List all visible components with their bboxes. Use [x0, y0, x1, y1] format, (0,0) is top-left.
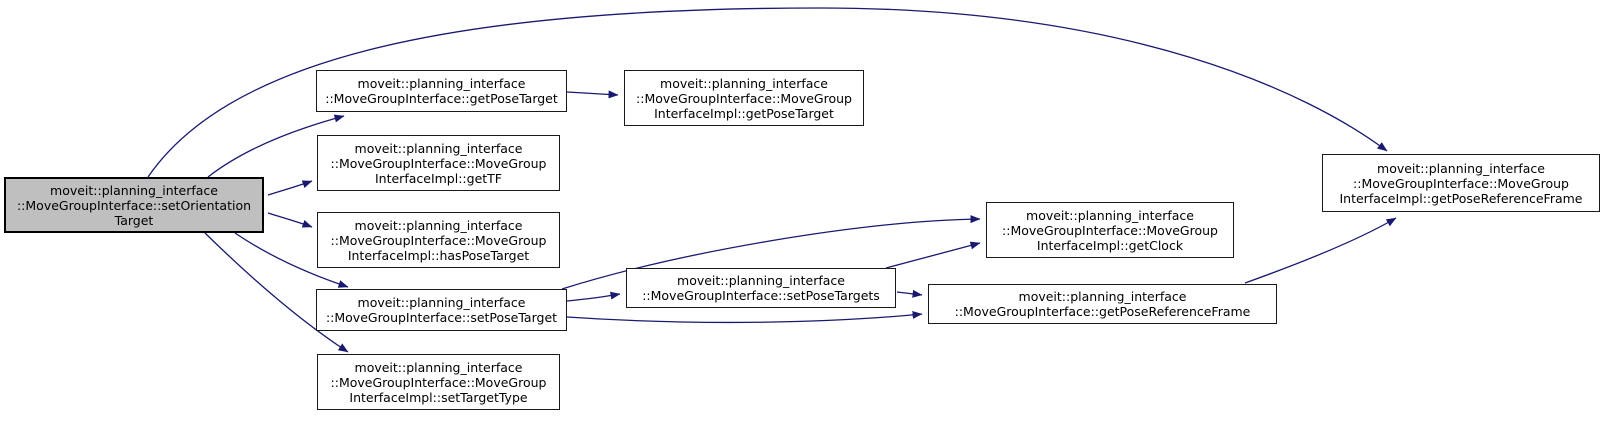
- node-getposereferenceframe[interactable]: moveit::planning_interface ::MoveGroupIn…: [928, 284, 1277, 324]
- node-label-line: InterfaceImpl::getTF: [374, 170, 502, 186]
- node-label-line: ::MoveGroupInterface::setPoseTarget: [325, 310, 558, 325]
- node-label-line: ::MoveGroupInterface::MoveGroup: [636, 90, 852, 106]
- node-settargettype[interactable]: moveit::planning_interface ::MoveGroupIn…: [317, 354, 560, 410]
- node-label-line: ::MoveGroupInterface::getPoseReferenceFr…: [954, 304, 1251, 319]
- node-label-line: moveit::planning_interface: [354, 359, 523, 375]
- node-setposetargets[interactable]: moveit::planning_interface ::MoveGroupIn…: [626, 268, 896, 308]
- node-label-line: moveit::planning_interface: [1018, 289, 1187, 304]
- node-label-line: ::MoveGroupInterface::setOrientation: [16, 197, 252, 213]
- node-label-line: ::MoveGroupInterface::setPoseTargets: [642, 288, 880, 303]
- node-label-line: Target: [114, 212, 154, 228]
- node-label-line: moveit::planning_interface: [357, 76, 526, 91]
- node-label-line: ::MoveGroupInterface::MoveGroup: [330, 374, 547, 390]
- edge-setorientationtarget-getposetarget: [207, 114, 345, 178]
- node-label-line: InterfaceImpl::hasPoseTarget: [347, 247, 530, 263]
- edge-getposetarget-getposetargetimpl: [566, 90, 619, 99]
- node-getclock[interactable]: moveit::planning_interface ::MoveGroupIn…: [986, 202, 1234, 258]
- node-label-line: moveit::planning_interface: [1026, 207, 1194, 223]
- edge-setorientationtarget-getposereferenceframeimpl: [147, 7, 1388, 178]
- edge-setorientationtarget-setposetarget: [234, 232, 349, 288]
- node-label-line: ::MoveGroupInterface::getPoseTarget: [325, 91, 558, 106]
- node-label-line: moveit::planning_interface: [354, 217, 523, 233]
- edge-setposetarget-setposetargets: [566, 291, 621, 302]
- node-label-line: InterfaceImpl::getPoseReferenceFrame: [1339, 190, 1583, 206]
- node-setposetarget[interactable]: moveit::planning_interface ::MoveGroupIn…: [316, 289, 567, 331]
- node-label-line: moveit::planning_interface: [660, 75, 828, 91]
- node-label-line: InterfaceImpl::getPoseTarget: [654, 105, 834, 121]
- node-label-line: moveit::planning_interface: [50, 182, 218, 198]
- edge-setposetargets-getclock: [885, 241, 981, 269]
- node-gettf[interactable]: moveit::planning_interface ::MoveGroupIn…: [317, 135, 560, 191]
- node-label-line: ::MoveGroupInterface::MoveGroup: [330, 155, 547, 171]
- node-getposereferenceframeimpl[interactable]: moveit::planning_interface ::MoveGroupIn…: [1322, 154, 1600, 212]
- node-getposetarget[interactable]: moveit::planning_interface ::MoveGroupIn…: [316, 70, 567, 112]
- node-setorientationtarget[interactable]: moveit::planning_interface ::MoveGroupIn…: [4, 177, 264, 233]
- edge-getposereferenceframe-getposereferenceframeimpl: [1244, 217, 1397, 284]
- node-hasposetarget[interactable]: moveit::planning_interface ::MoveGroupIn…: [317, 212, 560, 268]
- edge-setorientationtarget-hasposetarget: [267, 212, 313, 228]
- edge-setorientationtarget-settargettype: [204, 232, 349, 353]
- node-label-line: ::MoveGroupInterface::MoveGroup: [1353, 175, 1569, 191]
- node-label-line: moveit::planning_interface: [357, 295, 526, 310]
- edge-setposetarget-getclock: [561, 215, 981, 290]
- node-label-line: moveit::planning_interface: [677, 273, 845, 288]
- node-label-line: moveit::planning_interface: [354, 140, 523, 156]
- node-label-line: InterfaceImpl::getClock: [1036, 237, 1184, 253]
- node-label-line: ::MoveGroupInterface::MoveGroup: [330, 232, 547, 248]
- edge-setposetargets-getposereferenceframe: [896, 289, 923, 298]
- node-getposetargetimpl[interactable]: moveit::planning_interface ::MoveGroupIn…: [624, 70, 864, 126]
- node-label-line: moveit::planning_interface: [1377, 160, 1545, 176]
- node-label-line: ::MoveGroupInterface::MoveGroup: [1002, 222, 1218, 238]
- edge-setorientationtarget-gettf: [267, 180, 313, 196]
- node-label-line: InterfaceImpl::setTargetType: [349, 389, 528, 405]
- edge-setposetarget-getposereferenceframe: [566, 310, 923, 324]
